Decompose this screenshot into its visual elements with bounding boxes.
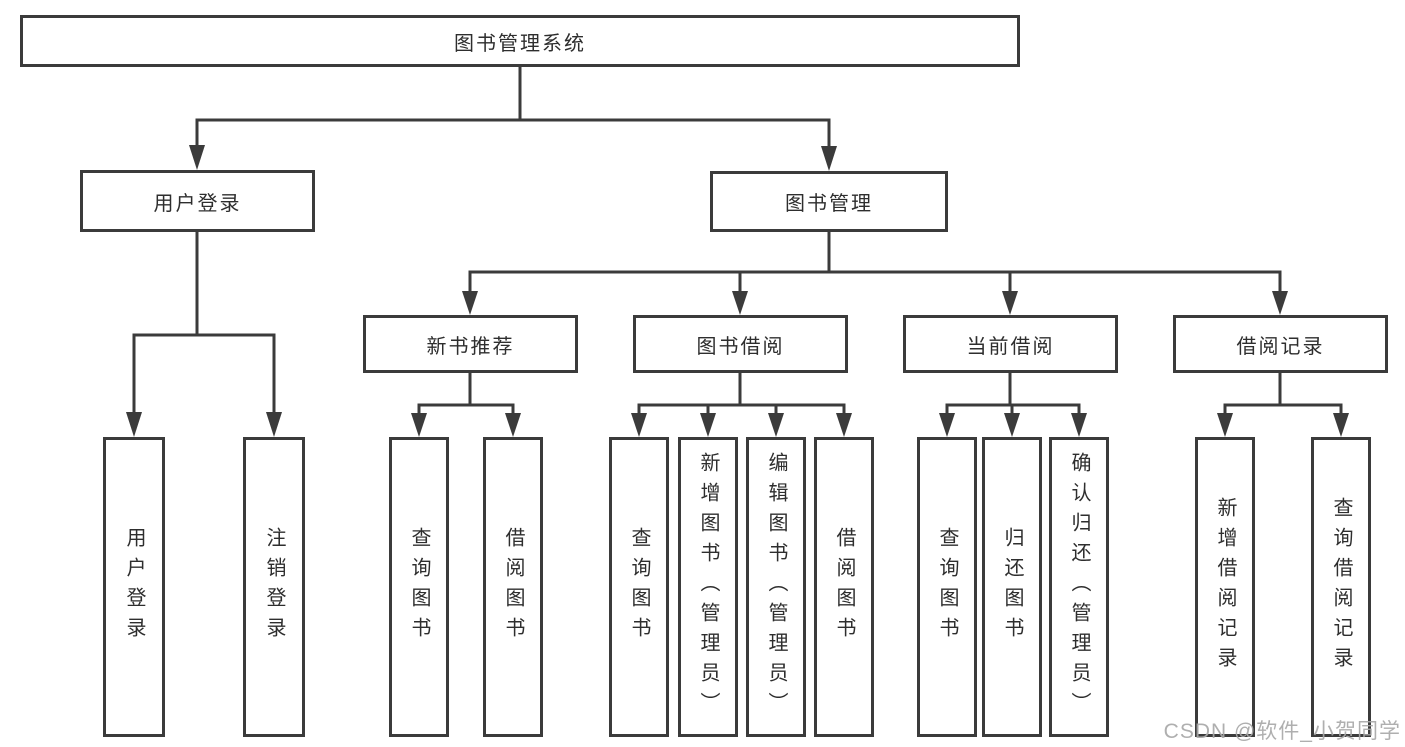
connector-arrowheads	[126, 145, 1349, 437]
leaf-edit-books-admin: 编辑图书（管理员）	[746, 437, 806, 737]
node-label: 查询图书	[628, 527, 650, 647]
node-label: 查询图书	[408, 527, 430, 647]
node-label: 借阅记录	[1236, 335, 1325, 358]
node-book-management: 图书管理	[710, 171, 948, 232]
leaf-borrow-books-1: 借阅图书	[483, 437, 543, 737]
node-label: 确认归还（管理员）	[1068, 452, 1090, 722]
leaf-query-borrow-record: 查询借阅记录	[1311, 437, 1371, 737]
connector-strokes	[132, 66, 1343, 414]
node-book-borrow: 图书借阅	[633, 315, 848, 373]
leaf-logout: 注销登录	[243, 437, 305, 737]
leaf-add-books-admin: 新增图书（管理员）	[678, 437, 738, 737]
leaf-borrow-books-2: 借阅图书	[814, 437, 874, 737]
watermark-text: CSDN @软件_小贺同学	[1163, 720, 1401, 743]
node-label: 新书推荐	[426, 335, 515, 358]
node-current-borrow: 当前借阅	[903, 315, 1118, 373]
node-new-book-recommend: 新书推荐	[363, 315, 578, 373]
node-label: 图书管理	[785, 193, 873, 215]
node-label: 新增图书（管理员）	[697, 452, 719, 722]
node-label: 新增借阅记录	[1214, 497, 1236, 677]
node-label: 查询图书	[936, 527, 958, 647]
node-label: 图书借阅	[696, 335, 785, 358]
node-label: 编辑图书（管理员）	[765, 452, 787, 722]
leaf-query-books-3: 查询图书	[917, 437, 977, 737]
node-user-login: 用户登录	[80, 170, 315, 232]
node-system-root: 图书管理系统	[20, 15, 1020, 67]
node-label: 当前借阅	[966, 335, 1055, 358]
node-label: 用户登录	[153, 192, 242, 215]
leaf-user-login: 用户登录	[103, 437, 165, 737]
node-label: 用户登录	[123, 527, 145, 647]
leaf-query-books-2: 查询图书	[609, 437, 669, 737]
node-label: 借阅图书	[502, 527, 524, 647]
leaf-confirm-return-admin: 确认归还（管理员）	[1049, 437, 1109, 737]
leaf-add-borrow-record: 新增借阅记录	[1195, 437, 1255, 737]
node-label: 借阅图书	[833, 527, 855, 647]
node-label: 注销登录	[263, 527, 285, 647]
leaf-return-books: 归还图书	[982, 437, 1042, 737]
node-label: 归还图书	[1001, 527, 1023, 647]
node-label: 查询借阅记录	[1330, 497, 1352, 677]
leaf-query-books-1: 查询图书	[389, 437, 449, 737]
node-borrow-records: 借阅记录	[1173, 315, 1388, 373]
node-label: 图书管理系统	[454, 32, 586, 55]
